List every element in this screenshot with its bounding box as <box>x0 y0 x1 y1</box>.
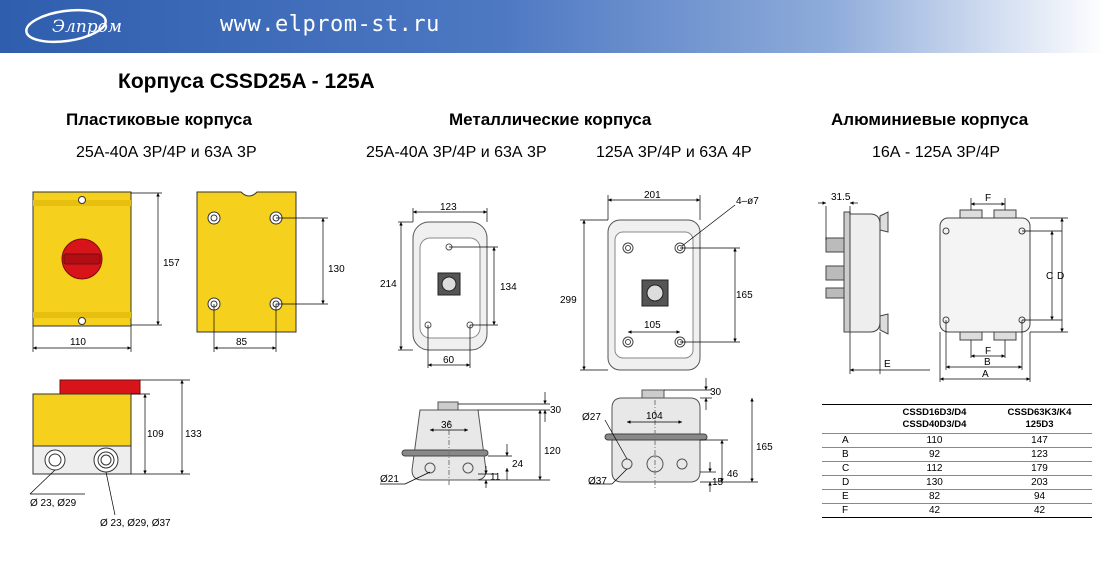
dim-label: 30 <box>550 405 562 416</box>
aluminum-side-view <box>825 211 889 335</box>
logo-text: Элпром <box>52 17 122 37</box>
dim-label: 105 <box>644 320 661 331</box>
dim-label: E <box>884 359 891 370</box>
dim-label: Ø37 <box>588 476 607 487</box>
dim-label: Ø27 <box>582 412 601 423</box>
dim-label: Ø 23, Ø29, Ø37 <box>100 518 171 529</box>
table-cell: 179 <box>987 461 1092 476</box>
dim-label: 134 <box>500 282 517 293</box>
dim-label: 299 <box>560 295 577 306</box>
dim-label: 104 <box>646 411 663 422</box>
dim-label: 165 <box>736 290 753 301</box>
plastic-front-view <box>32 191 132 327</box>
dim-label: 165 <box>756 442 773 453</box>
row-label: B <box>822 447 882 462</box>
rotary-switch-icon <box>61 238 103 280</box>
table-cell: 94 <box>987 489 1092 504</box>
table-header-cell <box>822 405 882 434</box>
header-line: 125D3 <box>1025 419 1054 430</box>
dim-label: 120 <box>544 446 561 457</box>
dim-label: 60 <box>443 355 455 366</box>
metal-small-side-view <box>401 401 489 486</box>
dim-label: 201 <box>644 190 661 201</box>
dim-label: 109 <box>147 429 164 440</box>
dim-label: 133 <box>185 429 202 440</box>
dim-label: 24 <box>512 459 524 470</box>
table-cell: 110 <box>882 433 987 448</box>
table-cell: 203 <box>987 475 1092 490</box>
table-cell: 82 <box>882 489 987 504</box>
dim-label: 30 <box>710 387 722 398</box>
aluminum-front-view <box>939 209 1031 341</box>
table-cell: 112 <box>882 461 987 476</box>
section-title-metal: Металлические корпуса <box>449 110 652 129</box>
table-header-cell: CSSD16D3/D4 CSSD40D3/D4 <box>882 405 987 434</box>
dim-label: B <box>984 357 991 368</box>
dim-label: 11 <box>490 472 501 483</box>
section-subtitle-metal-left: 25А-40А 3Р/4Р и 63А 3Р <box>366 144 547 161</box>
dim-label: 214 <box>380 279 397 290</box>
metal-large-side-view <box>604 389 708 488</box>
dim-label: 110 <box>70 337 86 348</box>
dim-label: 123 <box>440 202 457 213</box>
dim-label: 85 <box>236 337 248 348</box>
row-label: D <box>822 475 882 490</box>
row-label: C <box>822 461 882 476</box>
plastic-side-view <box>32 379 141 475</box>
section-title-plastic: Пластиковые корпуса <box>66 110 252 129</box>
table-cell: 42 <box>987 503 1092 518</box>
table-header-row: CSSD16D3/D4 CSSD40D3/D4 CSSD63K3/K4 125D… <box>822 404 1092 434</box>
header-line: CSSD63K3/K4 <box>1007 407 1072 418</box>
row-label: E <box>822 489 882 504</box>
dim-label: 4–ø7 <box>736 196 759 207</box>
row-label: A <box>822 433 882 448</box>
dimensions-table: CSSD16D3/D4 CSSD40D3/D4 CSSD63K3/K4 125D… <box>822 404 1092 518</box>
page-title: Корпуса CSSD25A - 125A <box>118 70 375 93</box>
dim-label: Ø21 <box>380 474 399 485</box>
dim-label: C <box>1046 271 1053 282</box>
dim-label: F <box>985 193 991 204</box>
table-cell: 42 <box>882 503 987 518</box>
header-banner: Элпром www.elprom-st.ru <box>0 0 1106 53</box>
site-url[interactable]: www.elprom-st.ru <box>220 12 440 37</box>
company-logo: Элпром <box>22 7 162 45</box>
section-subtitle-metal-right: 125А 3Р/4Р и 63А 4Р <box>596 144 752 161</box>
dim-label: A <box>982 369 989 380</box>
table-header-cell: CSSD63K3/K4 125D3 <box>987 405 1092 434</box>
dim-label: 15 <box>712 477 724 488</box>
dim-label: 157 <box>163 258 180 269</box>
dim-label: 46 <box>727 469 739 480</box>
table-cell: 92 <box>882 447 987 462</box>
section-subtitle-plastic: 25А-40А 3Р/4Р и 63А 3Р <box>76 144 257 161</box>
metal-small-front-view <box>412 221 488 351</box>
plastic-back-view <box>196 191 297 333</box>
row-label: F <box>822 503 882 518</box>
dim-label: D <box>1057 271 1064 282</box>
header-line: CSSD16D3/D4 <box>902 407 967 418</box>
table-cell: 123 <box>987 447 1092 462</box>
table-cell: 130 <box>882 475 987 490</box>
section-subtitle-aluminum: 16А - 125А 3Р/4Р <box>872 144 1001 161</box>
header-line: CSSD40D3/D4 <box>902 419 967 430</box>
dim-label: Ø 23, Ø29 <box>30 498 77 509</box>
dim-label: F <box>985 346 991 357</box>
dim-label: 31.5 <box>831 192 851 203</box>
table-cell: 147 <box>987 433 1092 448</box>
dim-label: 36 <box>441 420 453 431</box>
section-title-aluminum: Алюминиевые корпуса <box>831 110 1029 129</box>
dim-label: 130 <box>328 264 345 275</box>
